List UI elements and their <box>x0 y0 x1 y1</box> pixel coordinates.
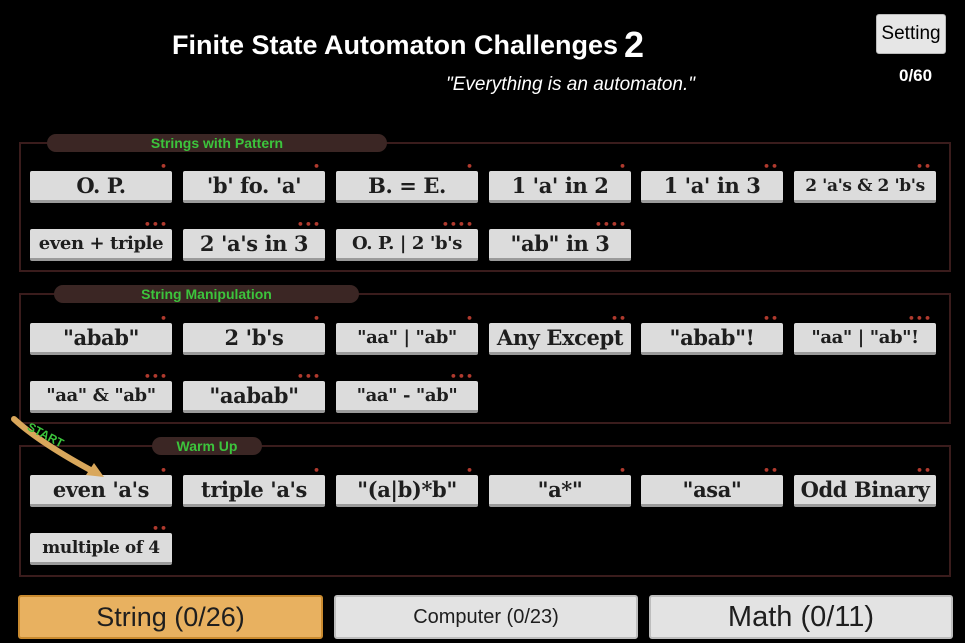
difficulty-dots: ••• <box>296 370 321 383</box>
level-label: "abab"! <box>669 325 755 350</box>
tab-math[interactable]: Math (0/11) <box>649 595 953 639</box>
difficulty-dots: • <box>159 160 168 173</box>
level-button-even-as[interactable]: even 'a's • <box>30 465 172 507</box>
level-button-abab-not[interactable]: "abab"! •• <box>641 313 783 355</box>
difficulty-dots: ••• <box>143 370 168 383</box>
difficulty-dots: •• <box>151 522 168 535</box>
level-label: "(a|b)*b" <box>357 477 457 502</box>
start-arrow-icon <box>11 416 104 477</box>
level-button-aa-and-ab[interactable]: "aa" & "ab" ••• <box>30 371 172 413</box>
level-label: "aa" - "ab" <box>356 385 458 406</box>
difficulty-dots: ••• <box>907 312 932 325</box>
difficulty-dots: • <box>312 464 321 477</box>
level-button-b-fo-a[interactable]: 'b' fo. 'a' • <box>183 161 325 203</box>
level-label: 2 'a's in 3 <box>199 231 309 256</box>
difficulty-dots: • <box>618 464 627 477</box>
difficulty-dots: • <box>159 312 168 325</box>
group-label-strings-with-pattern: Strings with Pattern <box>47 134 387 152</box>
level-label: 1 'a' in 2 <box>511 173 609 198</box>
level-label: Any Except <box>496 325 624 350</box>
difficulty-dots: •• <box>762 312 779 325</box>
level-button-aa-or-ab[interactable]: "aa" | "ab" • <box>336 313 478 355</box>
level-label: 2 'b's <box>224 325 284 350</box>
level-button-b-equals-e[interactable]: B. = E. • <box>336 161 478 203</box>
tab-computer[interactable]: Computer (0/23) <box>334 595 638 639</box>
difficulty-dots: • <box>465 312 474 325</box>
level-label: triple 'a's <box>201 477 307 502</box>
level-label: Odd Binary <box>800 477 930 502</box>
difficulty-dots: • <box>465 160 474 173</box>
level-label: 'b' fo. 'a' <box>206 173 302 198</box>
difficulty-dots: • <box>312 160 321 173</box>
level-label: "abab" <box>62 325 140 350</box>
level-label: O. P. | 2 'b's <box>352 233 462 254</box>
difficulty-dots: •• <box>762 464 779 477</box>
difficulty-dots: •••• <box>441 218 474 231</box>
difficulty-dots: •• <box>610 312 627 325</box>
difficulty-dots: ••• <box>143 218 168 231</box>
level-label: 2 'a's & 2 'b's <box>805 175 925 196</box>
level-label: O. P. <box>76 173 126 198</box>
level-label: "asa" <box>682 477 742 502</box>
difficulty-dots: • <box>465 464 474 477</box>
level-button-even-triple[interactable]: even + triple ••• <box>30 219 172 261</box>
difficulty-dots: •• <box>762 160 779 173</box>
difficulty-dots: •• <box>915 160 932 173</box>
level-label: B. = E. <box>368 173 446 198</box>
level-button-aa-or-ab-not[interactable]: "aa" | "ab"! ••• <box>794 313 936 355</box>
level-button-odd-binary[interactable]: Odd Binary•• <box>794 465 936 507</box>
level-button-triple-as[interactable]: triple 'a's • <box>183 465 325 507</box>
level-button-asa[interactable]: "asa" •• <box>641 465 783 507</box>
level-button-abab[interactable]: "abab" • <box>30 313 172 355</box>
level-button-ab-in-3[interactable]: "ab" in 3•••• <box>489 219 631 261</box>
level-label: 1 'a' in 3 <box>663 173 761 198</box>
group-warm-up: Warm Up even 'a's • triple 'a's • "(a|b)*b… <box>19 437 951 577</box>
level-label: "aa" | "ab" <box>357 327 457 348</box>
page-title-text: Finite State Automaton Challenges <box>172 30 619 60</box>
level-button-aabab[interactable]: "aabab"••• <box>183 371 325 413</box>
level-label: "a*" <box>537 477 583 502</box>
level-label: "ab" in 3 <box>510 231 610 256</box>
level-button-o-p[interactable]: O. P. • <box>30 161 172 203</box>
difficulty-dots: •••• <box>594 218 627 231</box>
difficulty-dots: ••• <box>449 370 474 383</box>
level-button-2-as-2-bs[interactable]: 2 'a's & 2 'b's •• <box>794 161 936 203</box>
level-label: "aabab" <box>209 383 299 408</box>
difficulty-dots: ••• <box>296 218 321 231</box>
setting-button[interactable]: Setting <box>876 14 946 54</box>
level-button-o-p-or-2-bs[interactable]: O. P. | 2 'b's •••• <box>336 219 478 261</box>
difficulty-dots: • <box>618 160 627 173</box>
group-label-warm-up: Warm Up <box>152 437 262 455</box>
page-title-number: 2 <box>624 24 645 65</box>
level-button-1-a-in-3[interactable]: 1 'a' in 3•• <box>641 161 783 203</box>
page-subtitle: "Everything is an automaton." <box>446 74 696 95</box>
level-button-1-a-in-2[interactable]: 1 'a' in 2 • <box>489 161 631 203</box>
level-button-2-as-in-3[interactable]: 2 'a's in 3••• <box>183 219 325 261</box>
progress-counter: 0/60 <box>899 66 933 85</box>
group-strings-with-pattern: Strings with Pattern O. P. • 'b' fo. 'a' •… <box>19 134 951 272</box>
difficulty-dots: • <box>312 312 321 325</box>
level-label: even + triple <box>38 233 164 254</box>
tab-string[interactable]: String (0/26) <box>18 595 323 639</box>
difficulty-dots: • <box>159 464 168 477</box>
level-button-any-except[interactable]: Any Except•• <box>489 313 631 355</box>
group-string-manipulation: String Manipulation "abab" • 2 'b's • "aa"… <box>19 285 951 424</box>
level-label: multiple of 4 <box>42 537 160 558</box>
level-button-multiple-of-4[interactable]: multiple of 4 •• <box>30 523 172 565</box>
level-button-2-bs[interactable]: 2 'b's • <box>183 313 325 355</box>
level-button-aa-minus-ab[interactable]: "aa" - "ab" ••• <box>336 371 478 413</box>
level-button-a-star[interactable]: "a*" • <box>489 465 631 507</box>
group-label-string-manipulation: String Manipulation <box>54 285 359 303</box>
level-label: even 'a's <box>52 477 150 502</box>
level-button-a-or-b-star-b[interactable]: "(a|b)*b" • <box>336 465 478 507</box>
difficulty-dots: •• <box>915 464 932 477</box>
level-label: "aa" | "ab"! <box>811 327 919 348</box>
level-label: "aa" & "ab" <box>46 385 156 406</box>
